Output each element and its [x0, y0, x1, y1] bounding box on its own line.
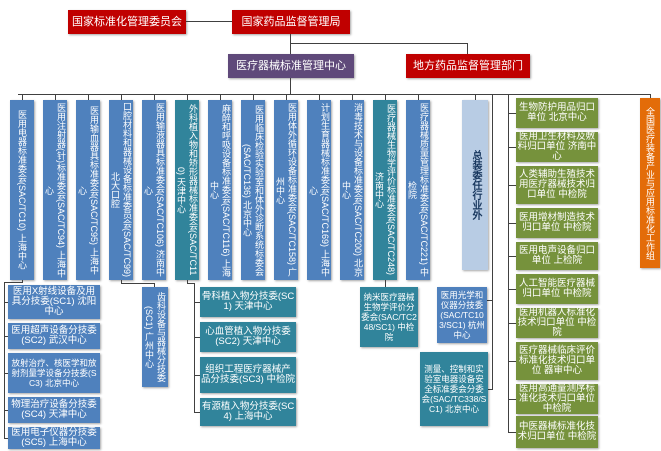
unit-high-throughput-sequencing: 医用高通量测序标准化技术归口单位 中检院	[516, 384, 598, 414]
node-standardization-admin: 国家标准化管理委员会	[68, 10, 186, 34]
connector-line	[290, 34, 291, 54]
connector-line	[4, 282, 5, 438]
unit-additive-manufacturing: 医用增材制造技术归口单位 中检院	[516, 208, 598, 238]
connector-line	[488, 389, 492, 390]
unit-medical-robots: 医用机器人标准化技术归口单位 中检院	[516, 308, 598, 338]
connector-line	[508, 256, 516, 257]
connector-line	[508, 289, 516, 290]
committee-tc94: 医用注射器(针)标准委会(SAC/TC94) 上海中心	[43, 100, 67, 280]
unit-electroacoustic: 医用电声设备归口单位 上检院	[516, 242, 598, 270]
subcommittee-tc10-sc5: 医用电子仪器分技委(SC5) 上海中心	[8, 427, 100, 449]
connector-line	[508, 94, 509, 432]
subcommittee-tc248-sc1-nano: 纳米医疗器械生物学评价分委会(SAC/TC248/SC1) 中检院	[360, 287, 418, 347]
connector-line	[4, 336, 8, 337]
committee-tc110: 外科植入物和矫形器械标准委会(SAC/TC110) 天津中心	[175, 100, 199, 280]
committee-tc136: 医用临床检验实验室和体外诊断系统标委会(SAC/TC136) 北京中心	[241, 100, 265, 280]
connector-line	[186, 21, 232, 22]
connector-line	[4, 373, 8, 374]
subcommittee-tc110-sc4: 有源植入物分技委(SC4) 上海中心	[200, 398, 296, 426]
unit-assisted-reproduction: 人类辅助生殖技术用医疗器械技术归口单位 中检院	[516, 166, 598, 204]
committee-tc158: 医用体外循环设备标准委会(SAC/TC158) 广州中心	[274, 100, 298, 280]
connector-line	[475, 94, 476, 100]
subcommittee-tc110-sc3: 组织工程医疗器械产品分技委(SC3) 中检院	[200, 357, 296, 393]
connector-line	[286, 94, 287, 100]
unit-dressings: 医用卫生材料及敷料归口单位 济南中心	[516, 132, 598, 162]
committee-tc169: 计划生育器械标准委会(SAC/TC169) 上海中心	[307, 100, 331, 280]
subcommittee-tc110-sc2: 心血管植入物分技委(SC2) 天津中心	[200, 322, 296, 352]
connector-line	[121, 283, 155, 284]
subcommittee-tc338-sc1-lab-equipment: 测量、控制和实验室电器设备安全标准委会分委会(SAC/TC338/SC1) 北京…	[420, 352, 488, 426]
connector-line	[22, 94, 23, 100]
committee-tc106: 医用输液器具标准委会(SAC/TC106) 济南中心	[142, 100, 166, 280]
connector-line	[88, 94, 89, 100]
node-nmpa: 国家药品监督管理局	[232, 10, 350, 34]
connector-line	[467, 43, 468, 54]
connector-line	[121, 94, 122, 100]
subcommittee-tc99-sc1: 齿科设备与器械分技委(SC1) 广州中心	[142, 287, 168, 387]
committee-tc95: 医用输血器具标准委会(SAC/TC95) 上海中心	[76, 100, 100, 280]
node-device-standards-center: 医疗器械标准管理中心	[228, 54, 354, 78]
committee-tc10: 医用电器标准委会(SAC/TC10) 上海中心	[10, 100, 34, 280]
connector-line	[290, 78, 291, 94]
outside-industry-label: 总装委任行业外	[462, 100, 488, 270]
unit-biological-protection: 生物防护用品归口单位 北京中心	[516, 98, 598, 128]
connector-line	[194, 302, 200, 303]
connector-line	[508, 432, 516, 433]
committee-tc99: 口腔材料和器械设备标准委员会(SAC/TC99) 北大口腔	[109, 100, 133, 280]
connector-line	[508, 113, 516, 114]
connector-line	[194, 337, 200, 338]
connector-line	[253, 94, 254, 100]
unit-tcm-devices: 中医器械标准化技术归口单位 中检院	[516, 416, 598, 448]
connector-line	[4, 410, 8, 411]
connector-line	[650, 94, 651, 98]
connector-line	[187, 94, 188, 100]
connector-line	[508, 147, 516, 148]
node-local-regulators: 地方药品监督管理部门	[406, 54, 530, 78]
connector-bus	[18, 94, 650, 95]
connector-line	[290, 43, 468, 44]
subcommittee-tc110-sc1: 骨科植入物分技委(SC1) 天津中心	[200, 287, 296, 317]
connector-line	[154, 94, 155, 100]
subcommittee-tc10-sc4: 物理治疗设备分技委(SC4) 天津中心	[8, 397, 100, 423]
connector-line	[385, 94, 386, 100]
connector-line	[4, 438, 8, 439]
connector-line	[121, 280, 122, 284]
connector-line	[508, 223, 516, 224]
connector-line	[194, 375, 200, 376]
node-equipment-workgroup: 全国医疗装备产业与应用标准化工作组	[640, 98, 660, 268]
committee-tc221: 医疗器械质量管理标准委会(SAC/TC221) 中检院	[406, 100, 430, 280]
connector-line	[418, 94, 419, 100]
connector-line	[385, 280, 386, 287]
subcommittee-tc103-sc1-optics: 医用光学和仪器分技委(SAC/TC103/SC1) 杭州中心	[437, 287, 487, 343]
connector-line	[194, 412, 200, 413]
connector-line	[319, 94, 320, 100]
connector-line	[4, 302, 8, 303]
connector-line	[194, 283, 195, 412]
subcommittee-tc10-sc2: 医用超声设备分技委(SC2) 武汉中心	[8, 323, 100, 349]
connector-line	[508, 323, 516, 324]
connector-line	[508, 185, 516, 186]
connector-line	[508, 361, 516, 362]
committee-tc116: 麻醉和呼吸设备标准委会(SAC/TC116) 上海中心	[208, 100, 232, 280]
connector-line	[187, 280, 188, 284]
connector-line	[492, 94, 493, 390]
connector-line	[154, 283, 155, 287]
connector-line	[22, 280, 23, 283]
unit-clinical-evaluation: 医疗器械临床评价标准化技术归口单位 器审中心	[516, 342, 598, 380]
committee-tc200: 消毒技术与设备标准委会(SAC/TC200) 北京中心	[340, 100, 364, 280]
connector-line	[55, 94, 56, 100]
subcommittee-tc10-sc1: 医用X射线设备及用具分技委(SC1) 沈阳中心	[8, 285, 100, 319]
connector-line	[220, 94, 221, 100]
subcommittee-tc10-sc3: 放射治疗、核医学和放射剂量学设备分技委(SC3) 北京中心	[8, 353, 100, 393]
connector-line	[4, 282, 23, 283]
connector-line	[508, 399, 516, 400]
committee-tc248: 医疗器械生物学评价标准委会(SAC/TC248) 济南中心	[373, 100, 397, 280]
connector-line	[487, 300, 492, 301]
unit-ai-medical-devices: 人工智能医疗器械归口单位 中检院	[516, 274, 598, 304]
connector-line	[187, 283, 195, 284]
connector-line	[352, 94, 353, 100]
